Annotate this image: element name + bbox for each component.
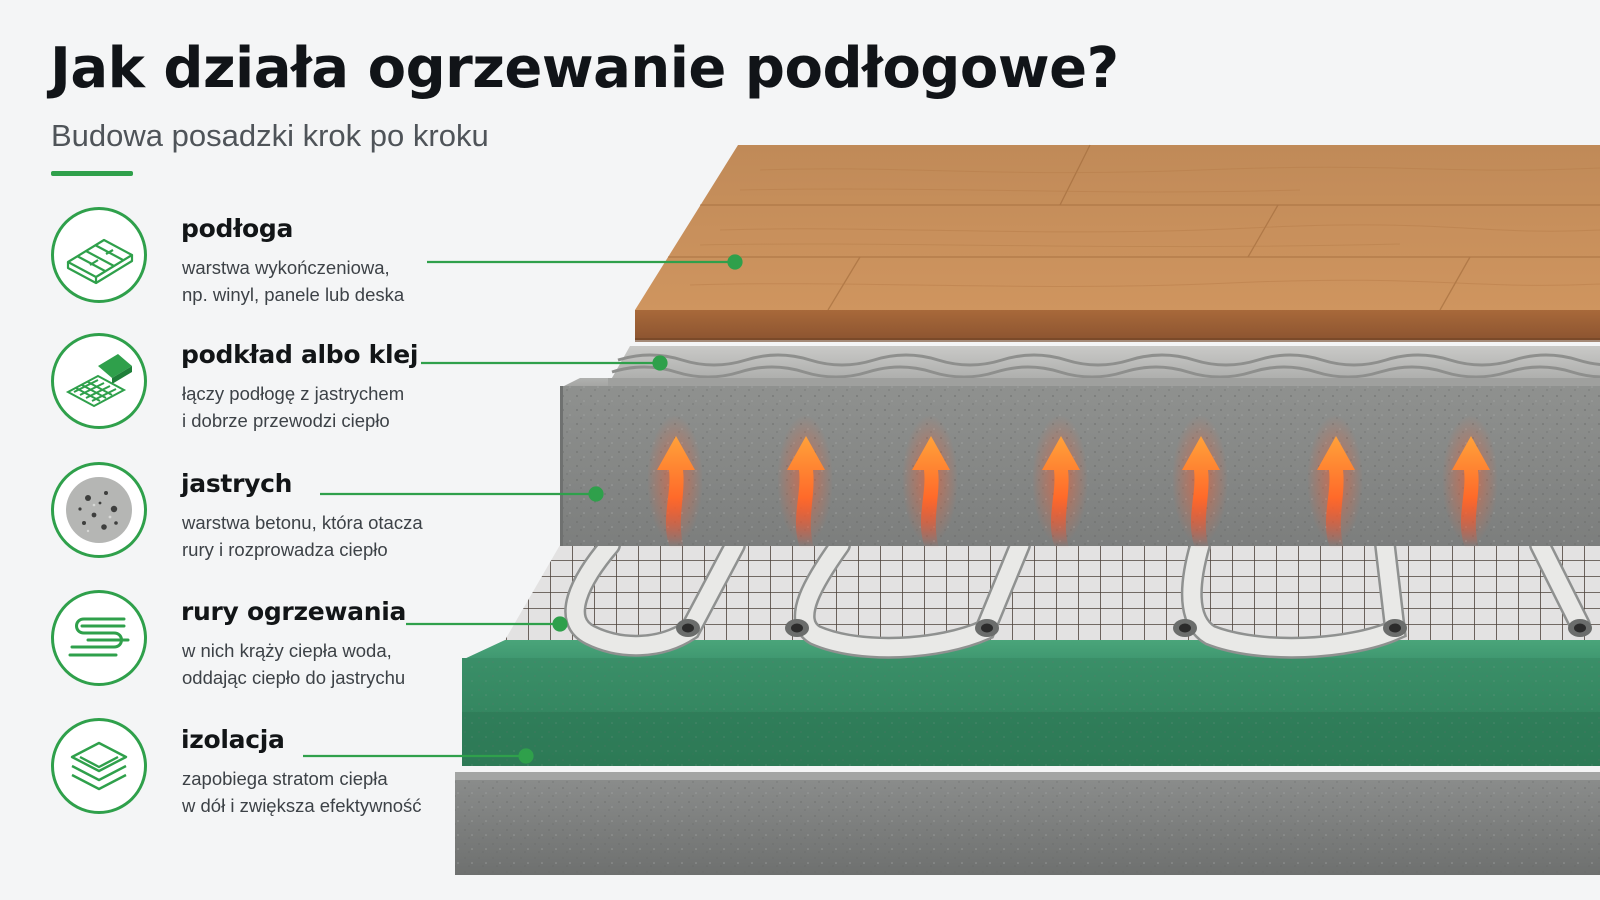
legend-desc-underlay: łączy podłogę z jastrychem i dobrze prze… — [182, 383, 405, 431]
wood-floor-layer — [635, 144, 1600, 342]
legend-title-screed: jastrych — [181, 469, 293, 498]
heating-pipe-icon — [51, 590, 147, 686]
leader-lines — [303, 254, 743, 764]
legend-title-underlay: podkład albo klej — [181, 340, 419, 369]
legend-item-insulation: izolacja zapobiega stratom ciepła w dół … — [0, 718, 600, 828]
accent-divider — [51, 171, 133, 176]
floor-panels-icon — [51, 207, 147, 303]
legend-item-pipes: rury ogrzewania w nich krąży ciepła woda… — [0, 590, 600, 700]
legend-item-screed: jastrych warstwa betonu, która otacza ru… — [0, 462, 600, 572]
screed-concrete-icon — [51, 462, 147, 558]
legend-desc-screed: warstwa betonu, która otacza rury i rozp… — [182, 512, 423, 560]
base-slab — [455, 772, 1600, 875]
legend-item-floor: podłoga warstwa wykończeniowa, np. winyl… — [0, 207, 600, 317]
heat-arrows — [647, 415, 1498, 548]
insulation-layer — [462, 640, 1600, 766]
page-title: Jak działa ogrzewanie podłogowe? — [50, 36, 1119, 101]
page-subtitle: Budowa posadzki krok po kroku — [51, 118, 489, 153]
underlay-adhesive-icon — [51, 333, 147, 429]
mesh-and-pipes — [505, 534, 1600, 659]
legend-desc-floor: warstwa wykończeniowa, np. winyl, panele… — [182, 257, 405, 305]
legend-desc-pipes: w nich krąży ciepła woda, oddając ciepło… — [182, 640, 406, 688]
legend-title-insulation: izolacja — [181, 725, 285, 754]
legend-item-underlay: podkład albo klej łączy podłogę z jastry… — [0, 333, 600, 443]
legend-title-floor: podłoga — [181, 214, 294, 243]
legend-title-pipes: rury ogrzewania — [181, 597, 407, 626]
legend-desc-insulation: zapobiega stratom ciepła w dół i zwiększ… — [182, 768, 422, 816]
insulation-layers-icon — [51, 718, 147, 814]
underlay-layer — [608, 346, 1600, 386]
